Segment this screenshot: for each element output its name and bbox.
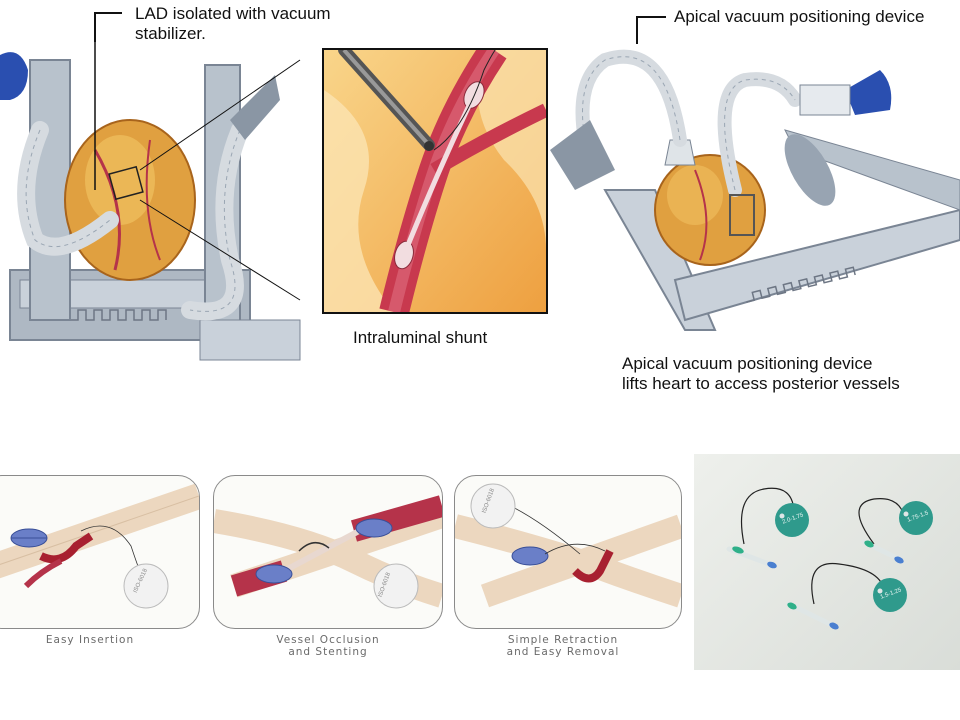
panel3-caption: Simple Retraction and Easy Removal: [488, 634, 638, 658]
apical-bottom-line1: Apical vacuum positioning device: [622, 354, 873, 373]
lad-stabilizer-illustration: [0, 40, 320, 370]
panel3-caption-line2: and Easy Removal: [506, 646, 620, 658]
panel-simple-retraction: [454, 475, 682, 629]
panel-easy-insertion: [0, 475, 200, 629]
panel-vessel-occlusion: [213, 475, 443, 629]
shunt-product-photo: 2.0-1.75 1.75-1.5 1.5-1.25: [694, 454, 960, 670]
panel1-caption: Easy Insertion: [20, 634, 160, 646]
lad-pointer-tick: [94, 12, 122, 14]
shunt-magnified-view: [322, 48, 548, 314]
apical-top-label: Apical vacuum positioning device: [674, 7, 925, 26]
apical-pointer-line: [636, 16, 666, 18]
panel2-caption: Vessel Occlusion and Stenting: [253, 634, 403, 658]
panel1-caption-line1: Easy Insertion: [45, 634, 135, 646]
apical-pointer-drop: [636, 16, 638, 44]
apical-bottom-line2: lifts heart to access posterior vessels: [622, 374, 900, 393]
panel2-caption-line2: and Stenting: [288, 646, 368, 658]
panel3-caption-line1: Simple Retraction: [507, 634, 619, 646]
lad-pointer-line: [94, 12, 96, 42]
shunt-label: Intraluminal shunt: [353, 328, 488, 347]
lad-label-line1: LAD isolated with vacuum: [135, 4, 331, 23]
apical-device-illustration: [545, 40, 960, 340]
lad-label: LAD isolated with vacuum stabilizer.: [135, 4, 395, 44]
lad-label-line2: stabilizer.: [135, 24, 206, 43]
apical-bottom-label: Apical vacuum positioning device lifts h…: [622, 354, 900, 394]
panel2-caption-line1: Vessel Occlusion: [276, 634, 380, 646]
